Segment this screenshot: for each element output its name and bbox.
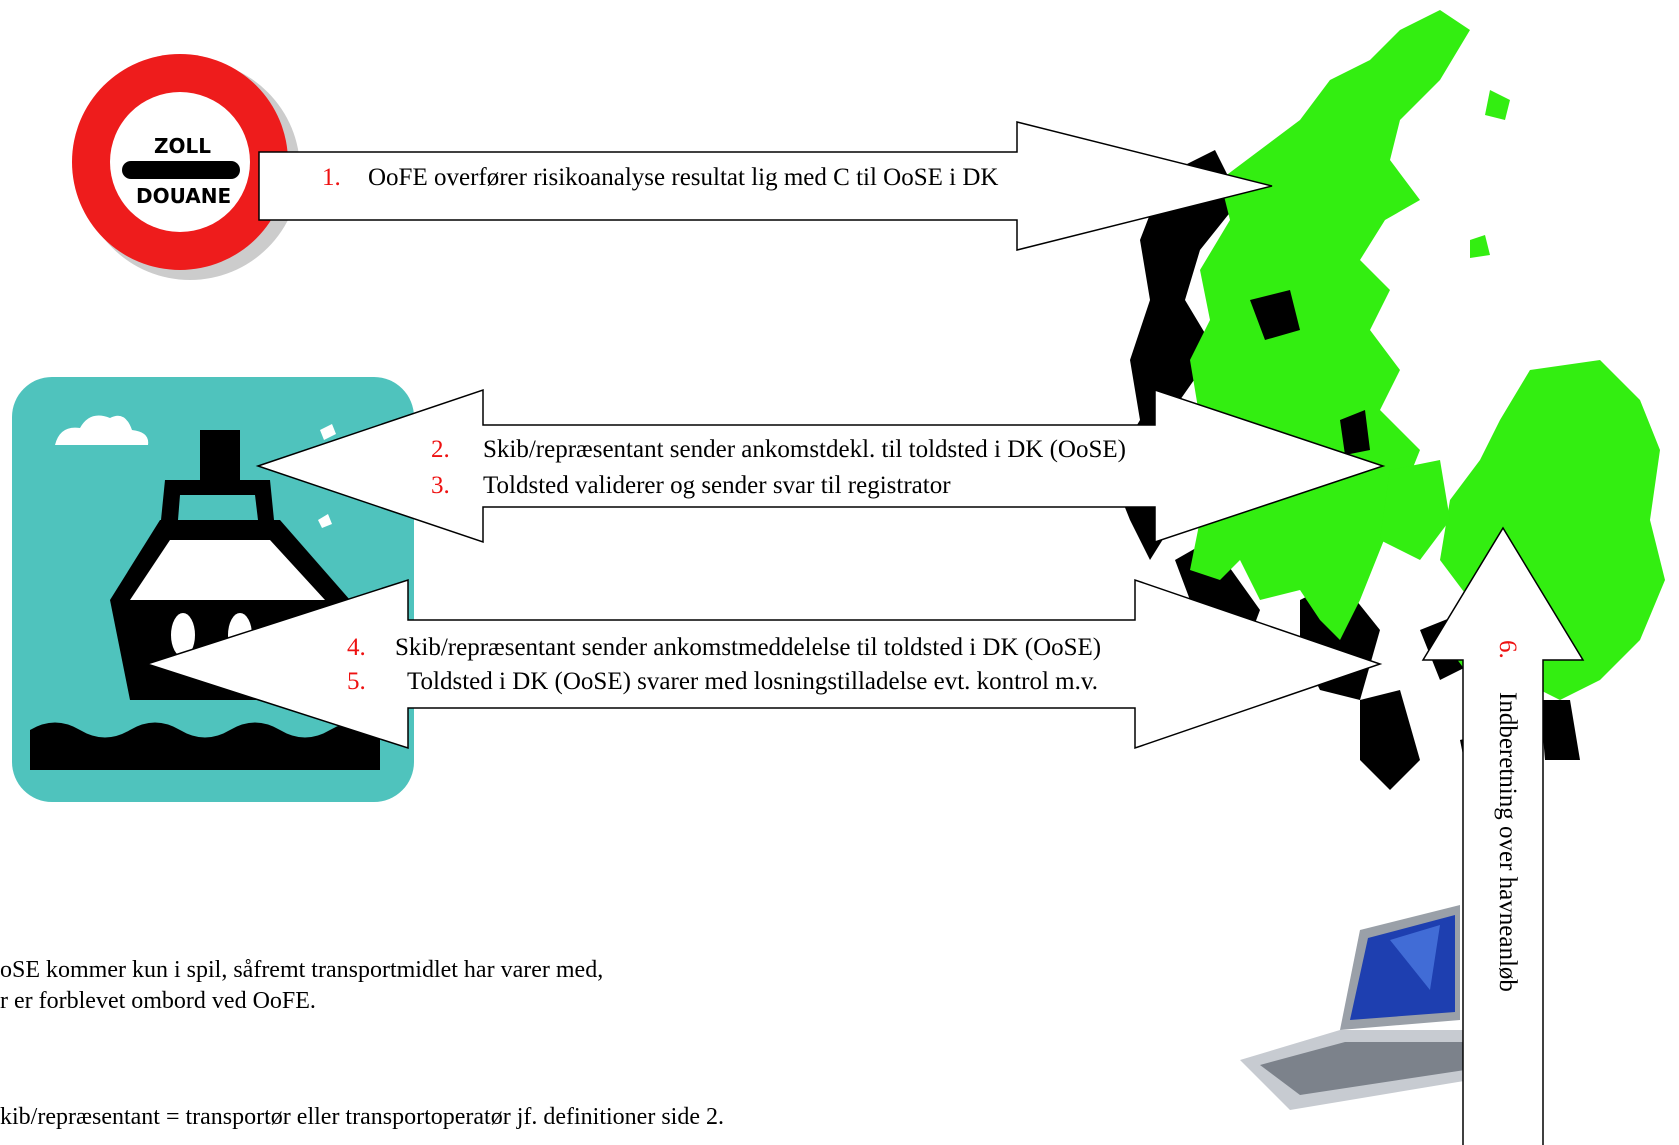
arrow-6 — [1421, 526, 1585, 1145]
sign-text-zoll: ZOLL — [154, 134, 211, 158]
step-text: Indberetning over havneanløb — [1494, 692, 1521, 992]
step-number: 2. — [431, 436, 450, 463]
arrow-2-label: 2. Skib/repræsentant sender ankomstdekl. … — [431, 435, 1126, 465]
step-text: Toldsted i DK (OoSE) svarer med losnings… — [407, 668, 1098, 695]
arrow-3-label: 3. Toldsted validerer og sender svar til … — [431, 471, 951, 501]
arrow-1 — [258, 121, 1273, 251]
step-number: 4. — [347, 634, 366, 661]
step-number: 6. — [1494, 640, 1521, 659]
step-number: 1. — [322, 164, 341, 191]
arrow-2-3 — [255, 388, 1386, 544]
laptop-icon — [1240, 905, 1470, 1110]
note-line: oSE kommer kun i spil, såfremt transport… — [0, 957, 604, 983]
arrow-1-label: 1. OoFE overfører risikoanalyse resultat … — [322, 163, 998, 193]
sign-text-douane: DOUANE — [136, 184, 232, 208]
step-number: 5. — [347, 668, 366, 695]
arrow-6-label: 6. Indberetning over havneanløb — [1492, 640, 1522, 992]
note-line: kib/repræsentant = transportør eller tra… — [0, 1104, 724, 1130]
customs-sign-icon — [72, 54, 300, 280]
step-text: Toldsted validerer og sender svar til re… — [483, 472, 951, 499]
step-text: OoFE overfører risikoanalyse resultat li… — [368, 164, 999, 191]
step-number: 3. — [431, 472, 450, 499]
arrow-4-label: 4. Skib/repræsentant sender ankomstmeddel… — [347, 633, 1101, 663]
step-text: Skib/repræsentant sender ankomstdekl. ti… — [483, 436, 1126, 463]
step-text: Skib/repræsentant sender ankomstmeddelel… — [395, 634, 1102, 661]
arrow-4-5 — [144, 578, 1383, 750]
note-line: r er forblevet ombord ved OoFE. — [0, 988, 316, 1014]
arrow-5-label: 5. Toldsted i DK (OoSE) svarer med losnin… — [347, 667, 1098, 697]
